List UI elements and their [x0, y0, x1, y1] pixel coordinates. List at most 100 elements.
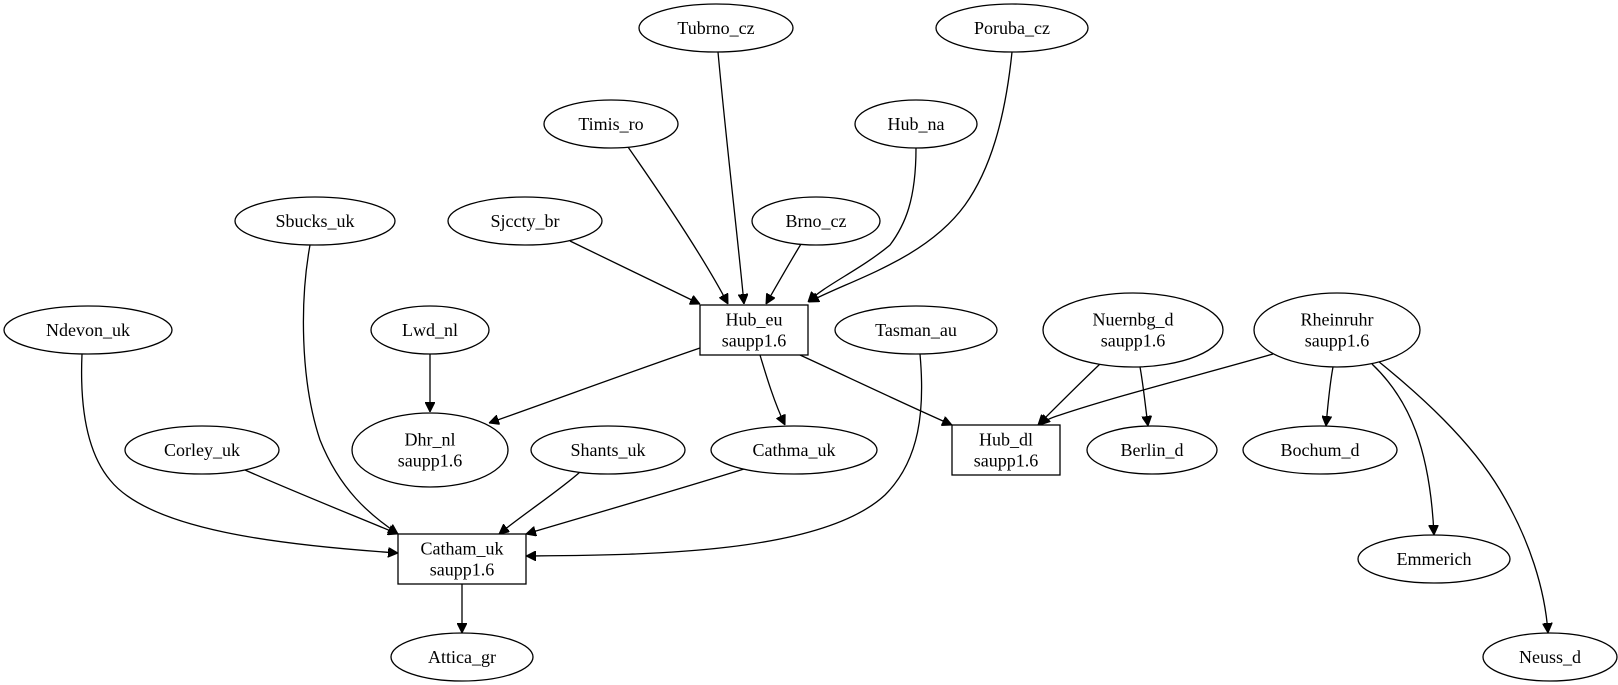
edge-brno-cz-to-hub-eu [765, 243, 802, 304]
node-ndevon-uk: Ndevon_uk [3, 305, 173, 355]
node-ellipse [638, 3, 794, 53]
node-ellipse [530, 425, 686, 475]
node-sublabel: saupp1.6 [1305, 331, 1370, 351]
node-ellipse [834, 305, 998, 355]
node-corley-uk: Corley_uk [124, 425, 280, 475]
edge-hub-eu-to-dhr-nl [489, 347, 701, 423]
node-ellipse [854, 99, 978, 149]
node-ellipse [3, 305, 173, 355]
node-timis-ro: Timis_ro [543, 99, 679, 149]
node-label: Poruba_cz [974, 18, 1050, 38]
edge-rheinruhr-to-neuss-d [1377, 360, 1548, 633]
node-poruba-cz: Poruba_cz [935, 3, 1089, 53]
node-label: Brno_cz [786, 211, 847, 231]
node-label: Sbucks_uk [275, 211, 354, 231]
node-sjccty-br: Sjccty_br [447, 196, 603, 246]
node-ellipse [390, 632, 534, 682]
node-label: Rheinruhr [1301, 310, 1374, 330]
edge-timis-ro-to-hub-eu [627, 146, 729, 304]
node-ellipse [751, 196, 881, 246]
edge-corley-uk-to-catham-uk [244, 469, 398, 534]
node-box [699, 304, 809, 356]
node-bochum-d: Bochum_d [1242, 425, 1398, 475]
node-sublabel: saupp1.6 [722, 331, 787, 351]
node-label: Corley_uk [164, 440, 240, 460]
node-tasman-au: Tasman_au [834, 305, 998, 355]
node-ellipse [1242, 425, 1398, 475]
node-ellipse [710, 425, 878, 475]
edge-hub-eu-to-cathma-uk [759, 354, 785, 425]
node-ellipse [1357, 534, 1511, 584]
edge-nuernbg-d-to-berlin-d [1139, 366, 1148, 426]
edge-poruba-cz-to-hub-eu [809, 51, 1013, 303]
node-hub-na: Hub_na [854, 99, 978, 149]
node-label: Ndevon_uk [46, 320, 130, 340]
node-tubrno-cz: Tubrno_cz [638, 3, 794, 53]
edge-tasman-au-to-catham-uk [526, 353, 923, 556]
node-label: Attica_gr [428, 647, 496, 667]
node-label: Tubrno_cz [677, 18, 754, 38]
node-ellipse [1482, 632, 1618, 682]
edge-sjccty-br-to-hub-eu [569, 240, 700, 304]
node-label: Lwd_nl [402, 320, 458, 340]
node-emmerich: Emmerich [1357, 534, 1511, 584]
node-lwd-nl: Lwd_nl [370, 305, 490, 355]
node-shants-uk: Shants_uk [530, 425, 686, 475]
node-sublabel: saupp1.6 [398, 451, 463, 471]
node-ellipse [234, 196, 396, 246]
node-box [397, 533, 527, 585]
edge-rheinruhr-to-bochum-d [1326, 366, 1334, 426]
node-ellipse [124, 425, 280, 475]
node-label: Nuernbg_d [1093, 310, 1174, 330]
edge-rheinruhr-to-hub-dl [1040, 353, 1274, 425]
node-ellipse [1042, 292, 1224, 368]
node-label: Sjccty_br [491, 211, 560, 231]
node-label: Catham_uk [421, 539, 504, 559]
node-label: Tasman_au [875, 320, 957, 340]
node-label: Cathma_uk [753, 440, 836, 460]
node-ellipse [1253, 292, 1421, 368]
edge-rheinruhr-to-emmerich [1371, 363, 1434, 535]
node-label: Hub_dl [979, 430, 1033, 450]
node-ellipse [351, 412, 509, 488]
node-label: Hub_eu [726, 310, 783, 330]
edge-hub-eu-to-hub-dl [799, 354, 952, 425]
node-brno-cz: Brno_cz [751, 196, 881, 246]
node-label: Timis_ro [578, 114, 643, 134]
node-label: Dhr_nl [405, 430, 456, 450]
node-sbucks-uk: Sbucks_uk [234, 196, 396, 246]
node-ellipse [1086, 425, 1218, 475]
node-attica-gr: Attica_gr [390, 632, 534, 682]
edges-layer [80, 51, 1548, 633]
edge-tubrno-cz-to-hub-eu [717, 51, 744, 304]
node-ellipse [935, 3, 1089, 53]
edge-nuernbg-d-to-hub-dl [1038, 363, 1101, 425]
node-label: Emmerich [1397, 549, 1472, 569]
node-neuss-d: Neuss_d [1482, 632, 1618, 682]
edge-ndevon-uk-to-catham-uk [80, 353, 398, 553]
node-berlin-d: Berlin_d [1086, 425, 1218, 475]
node-label: Neuss_d [1519, 647, 1581, 667]
node-ellipse [370, 305, 490, 355]
node-cathma-uk: Cathma_uk [710, 425, 878, 475]
node-box [951, 424, 1061, 476]
node-sublabel: saupp1.6 [430, 560, 495, 580]
node-sublabel: saupp1.6 [974, 451, 1039, 471]
node-label: Bochum_d [1281, 440, 1360, 460]
edge-sbucks-uk-to-catham-uk [302, 244, 398, 534]
node-label: Hub_na [888, 114, 945, 134]
node-ellipse [447, 196, 603, 246]
edge-shants-uk-to-catham-uk [499, 471, 581, 534]
edge-cathma-uk-to-catham-uk [526, 468, 745, 534]
node-sublabel: saupp1.6 [1101, 331, 1166, 351]
node-label: Berlin_d [1121, 440, 1184, 460]
node-ellipse [543, 99, 679, 149]
